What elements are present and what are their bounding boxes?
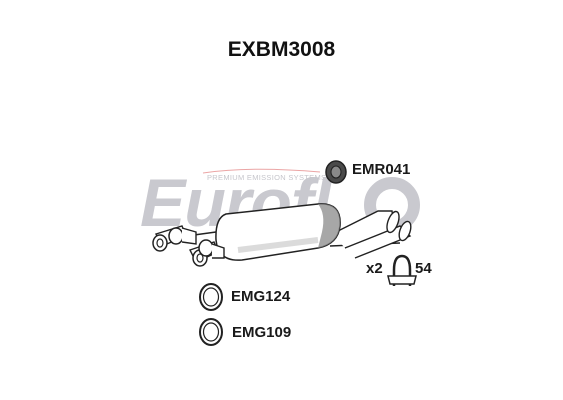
clamp-quantity: x2 bbox=[366, 260, 383, 277]
middle-silencer-icon bbox=[152, 203, 412, 267]
rubber-hanger-icon bbox=[325, 160, 347, 184]
outlet-pipes bbox=[329, 210, 412, 259]
gasket-code-2: EMG109 bbox=[232, 324, 292, 341]
gasket-code-1: EMG124 bbox=[231, 288, 291, 305]
gasket-ring-icon bbox=[199, 318, 223, 346]
inlet-flange-upper bbox=[152, 225, 197, 252]
silencer-body bbox=[215, 203, 341, 261]
u-bolt-clamp-icon bbox=[387, 254, 417, 286]
watermark-swoosh-icon bbox=[202, 168, 321, 174]
mounting-rubber-code: EMR041 bbox=[352, 161, 411, 178]
clamp-code: 54 bbox=[415, 260, 432, 277]
gasket-ring-icon bbox=[199, 283, 223, 311]
inlet-flange-lower bbox=[189, 239, 225, 267]
product-title: EXBM3008 bbox=[227, 38, 336, 61]
watermark-tagline: PREMIUM EMISSION SYSTEMS bbox=[207, 173, 327, 182]
